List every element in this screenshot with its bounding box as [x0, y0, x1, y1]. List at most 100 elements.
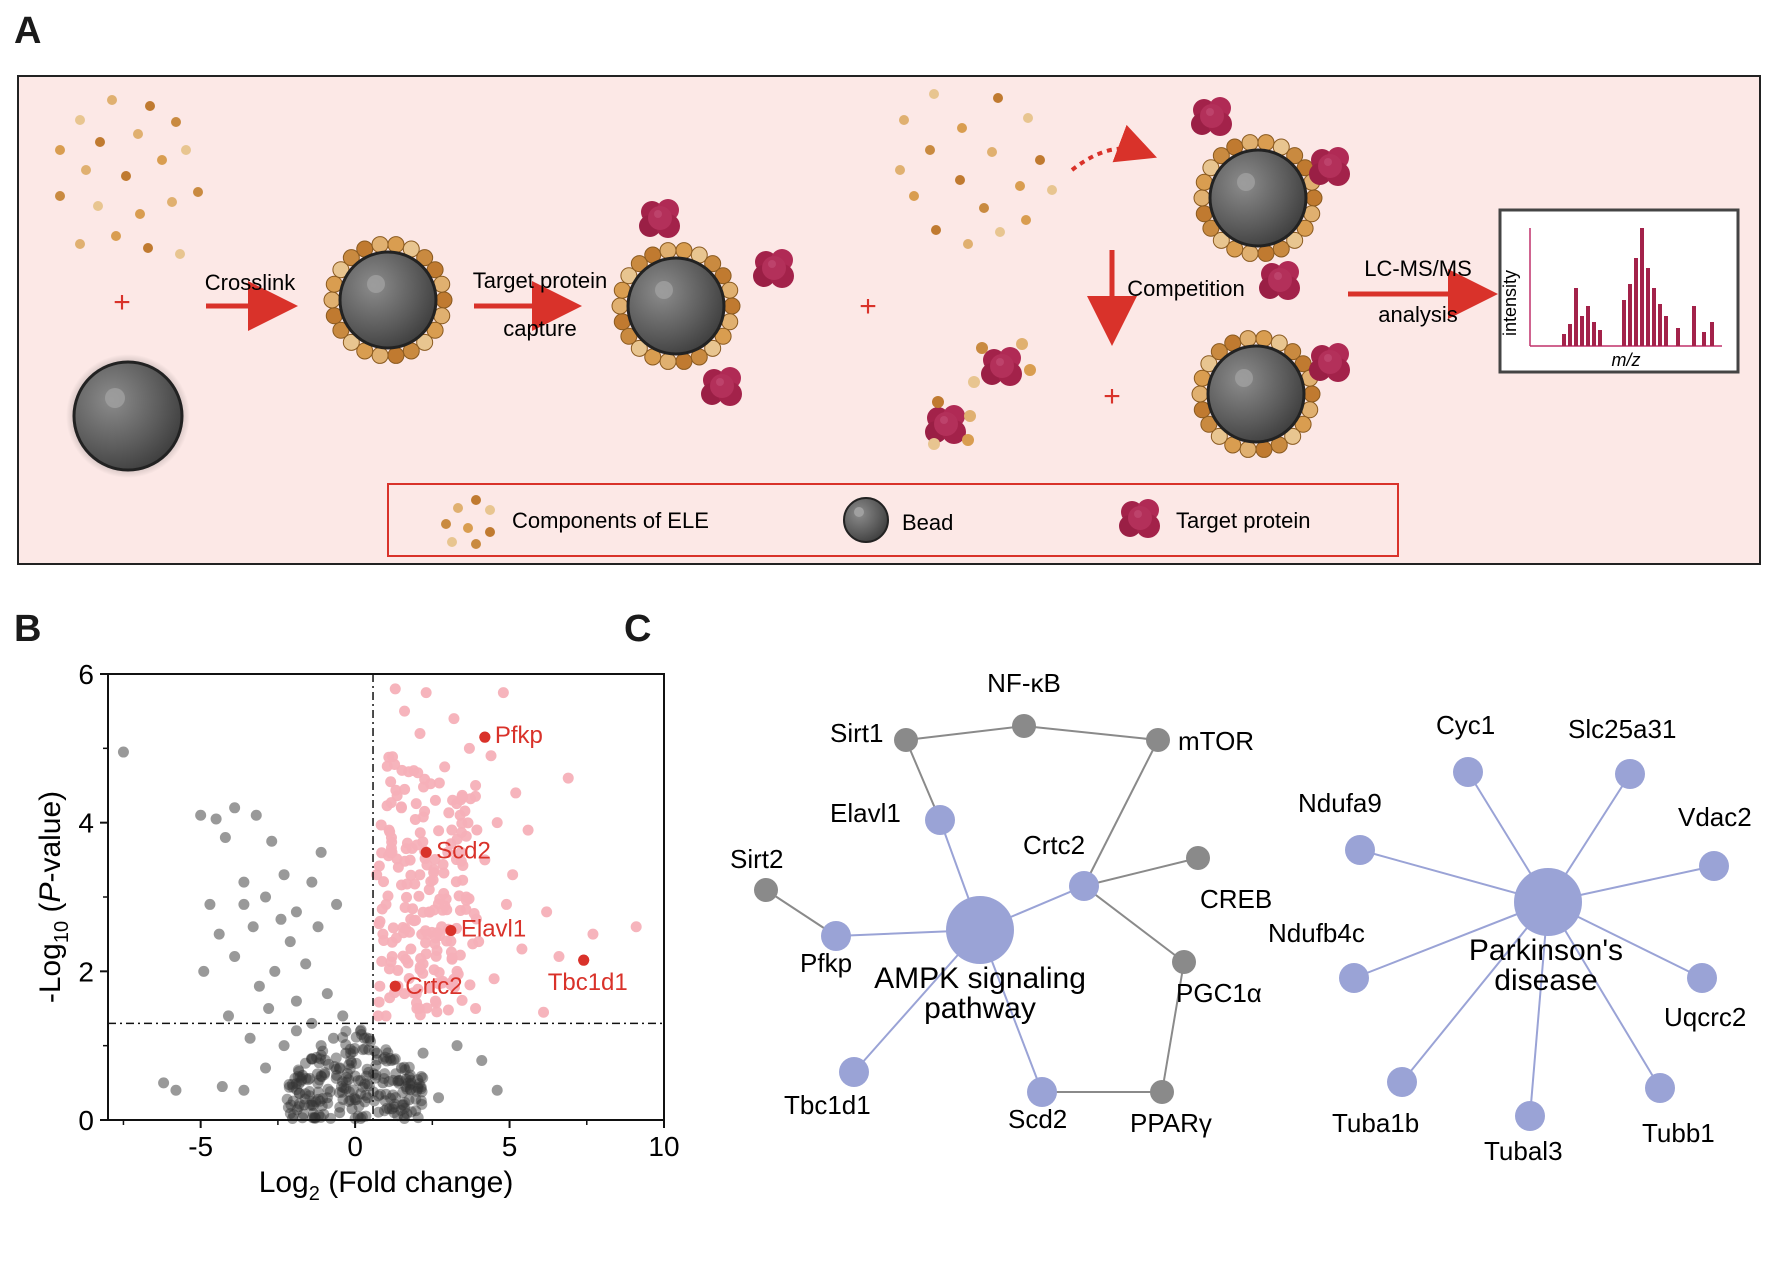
- data-point: [450, 854, 462, 866]
- network-edge: [1401, 901, 1549, 1083]
- data-point: [303, 1090, 315, 1102]
- data-point: [244, 1032, 256, 1044]
- data-point: [362, 1066, 374, 1078]
- node-vdac2: [1699, 851, 1729, 881]
- data-point: [393, 1074, 405, 1086]
- x-tick-label: -5: [188, 1131, 213, 1162]
- data-point: [330, 1063, 342, 1075]
- data-point: [297, 1069, 309, 1081]
- data-point: [343, 1073, 355, 1085]
- node-label-ndufa9: Ndufa9: [1298, 788, 1382, 818]
- data-point: [553, 950, 565, 962]
- data-point: [304, 1099, 316, 1111]
- data-point: [294, 1071, 306, 1083]
- data-point: [361, 1092, 373, 1104]
- data-point: [385, 842, 397, 854]
- data-point: [319, 1054, 331, 1066]
- data-point: [399, 988, 411, 1000]
- data-point: [312, 1077, 324, 1089]
- data-point: [412, 1074, 424, 1086]
- data-point: [393, 1077, 405, 1089]
- node-label-pgc1a: PGC1α: [1176, 978, 1262, 1008]
- data-point: [387, 1074, 399, 1086]
- data-point: [446, 953, 458, 965]
- y-tick-label: 6: [78, 659, 94, 690]
- data-point: [460, 903, 472, 915]
- data-point: [403, 972, 415, 984]
- data-point: [401, 1108, 413, 1120]
- data-point: [378, 1073, 390, 1085]
- data-point: [382, 890, 394, 902]
- data-point: [404, 1079, 416, 1091]
- free-complex: [925, 338, 1036, 450]
- bead-icon: [843, 497, 889, 543]
- data-point: [405, 1074, 417, 1086]
- network-edge: [905, 725, 1025, 741]
- data-point: [425, 778, 437, 790]
- data-point: [403, 1094, 415, 1106]
- node-ampk: [946, 896, 1014, 964]
- y-tick-label: 4: [78, 808, 94, 839]
- data-point: [345, 1047, 357, 1059]
- data-point: [516, 943, 528, 955]
- node-pfkp: [821, 921, 851, 951]
- data-point: [398, 1110, 410, 1122]
- hub-label: Parkinson's: [1469, 934, 1623, 967]
- data-point: [378, 1105, 390, 1117]
- data-point: [285, 1099, 297, 1111]
- data-point: [316, 1071, 328, 1083]
- y-tick-label: 0: [78, 1105, 94, 1136]
- data-point: [372, 1010, 384, 1022]
- highlight-point: [445, 924, 457, 936]
- data-point: [433, 777, 445, 789]
- node-crtc2: [1069, 871, 1099, 901]
- highlight-point: [578, 954, 590, 966]
- data-point: [316, 1100, 328, 1112]
- label-analysis: analysis: [1378, 302, 1457, 327]
- data-point: [359, 1096, 371, 1108]
- data-point: [317, 1093, 329, 1105]
- data-point: [428, 864, 440, 876]
- protein-icon: [1309, 343, 1350, 382]
- plus-sign-1: +: [113, 286, 131, 319]
- legend-components: Components of ELE: [512, 508, 709, 533]
- node-ppary: [1150, 1080, 1174, 1104]
- data-point: [340, 1047, 352, 1059]
- data-point: [357, 1081, 369, 1093]
- data-point: [441, 935, 453, 947]
- spectrum-xlabel: m/z: [1612, 350, 1641, 370]
- data-point: [337, 1094, 349, 1106]
- data-point: [362, 1078, 374, 1090]
- data-point: [417, 967, 429, 979]
- node-label-ppary: PPARγ: [1130, 1108, 1212, 1138]
- bead-with-protein-1: [611, 242, 741, 370]
- data-point: [469, 790, 481, 802]
- data-point: [430, 997, 442, 1009]
- data-point: [387, 1089, 399, 1101]
- data-point: [238, 1084, 250, 1096]
- data-point: [400, 1073, 412, 1085]
- data-point: [416, 1086, 428, 1098]
- data-point: [413, 1078, 425, 1090]
- data-point: [425, 876, 437, 888]
- data-point: [457, 874, 469, 886]
- data-point: [562, 772, 574, 784]
- gene-label: Scd2: [436, 837, 491, 864]
- node-pd: [1514, 868, 1582, 936]
- data-point: [305, 1053, 317, 1065]
- data-point: [441, 904, 453, 916]
- data-point: [337, 1010, 349, 1022]
- data-point: [278, 869, 290, 881]
- data-point: [476, 1055, 488, 1067]
- components-cluster-left: [55, 95, 203, 259]
- protein-icon: [1309, 147, 1350, 186]
- data-point: [322, 1097, 334, 1109]
- data-point: [500, 898, 512, 910]
- data-point: [355, 1088, 367, 1100]
- data-point: [399, 1097, 411, 1109]
- data-point: [400, 1081, 412, 1093]
- node-label-crtc2: Crtc2: [1023, 830, 1085, 860]
- data-point: [344, 1043, 356, 1055]
- data-point: [341, 1067, 353, 1079]
- network-edge: [1547, 901, 1661, 1089]
